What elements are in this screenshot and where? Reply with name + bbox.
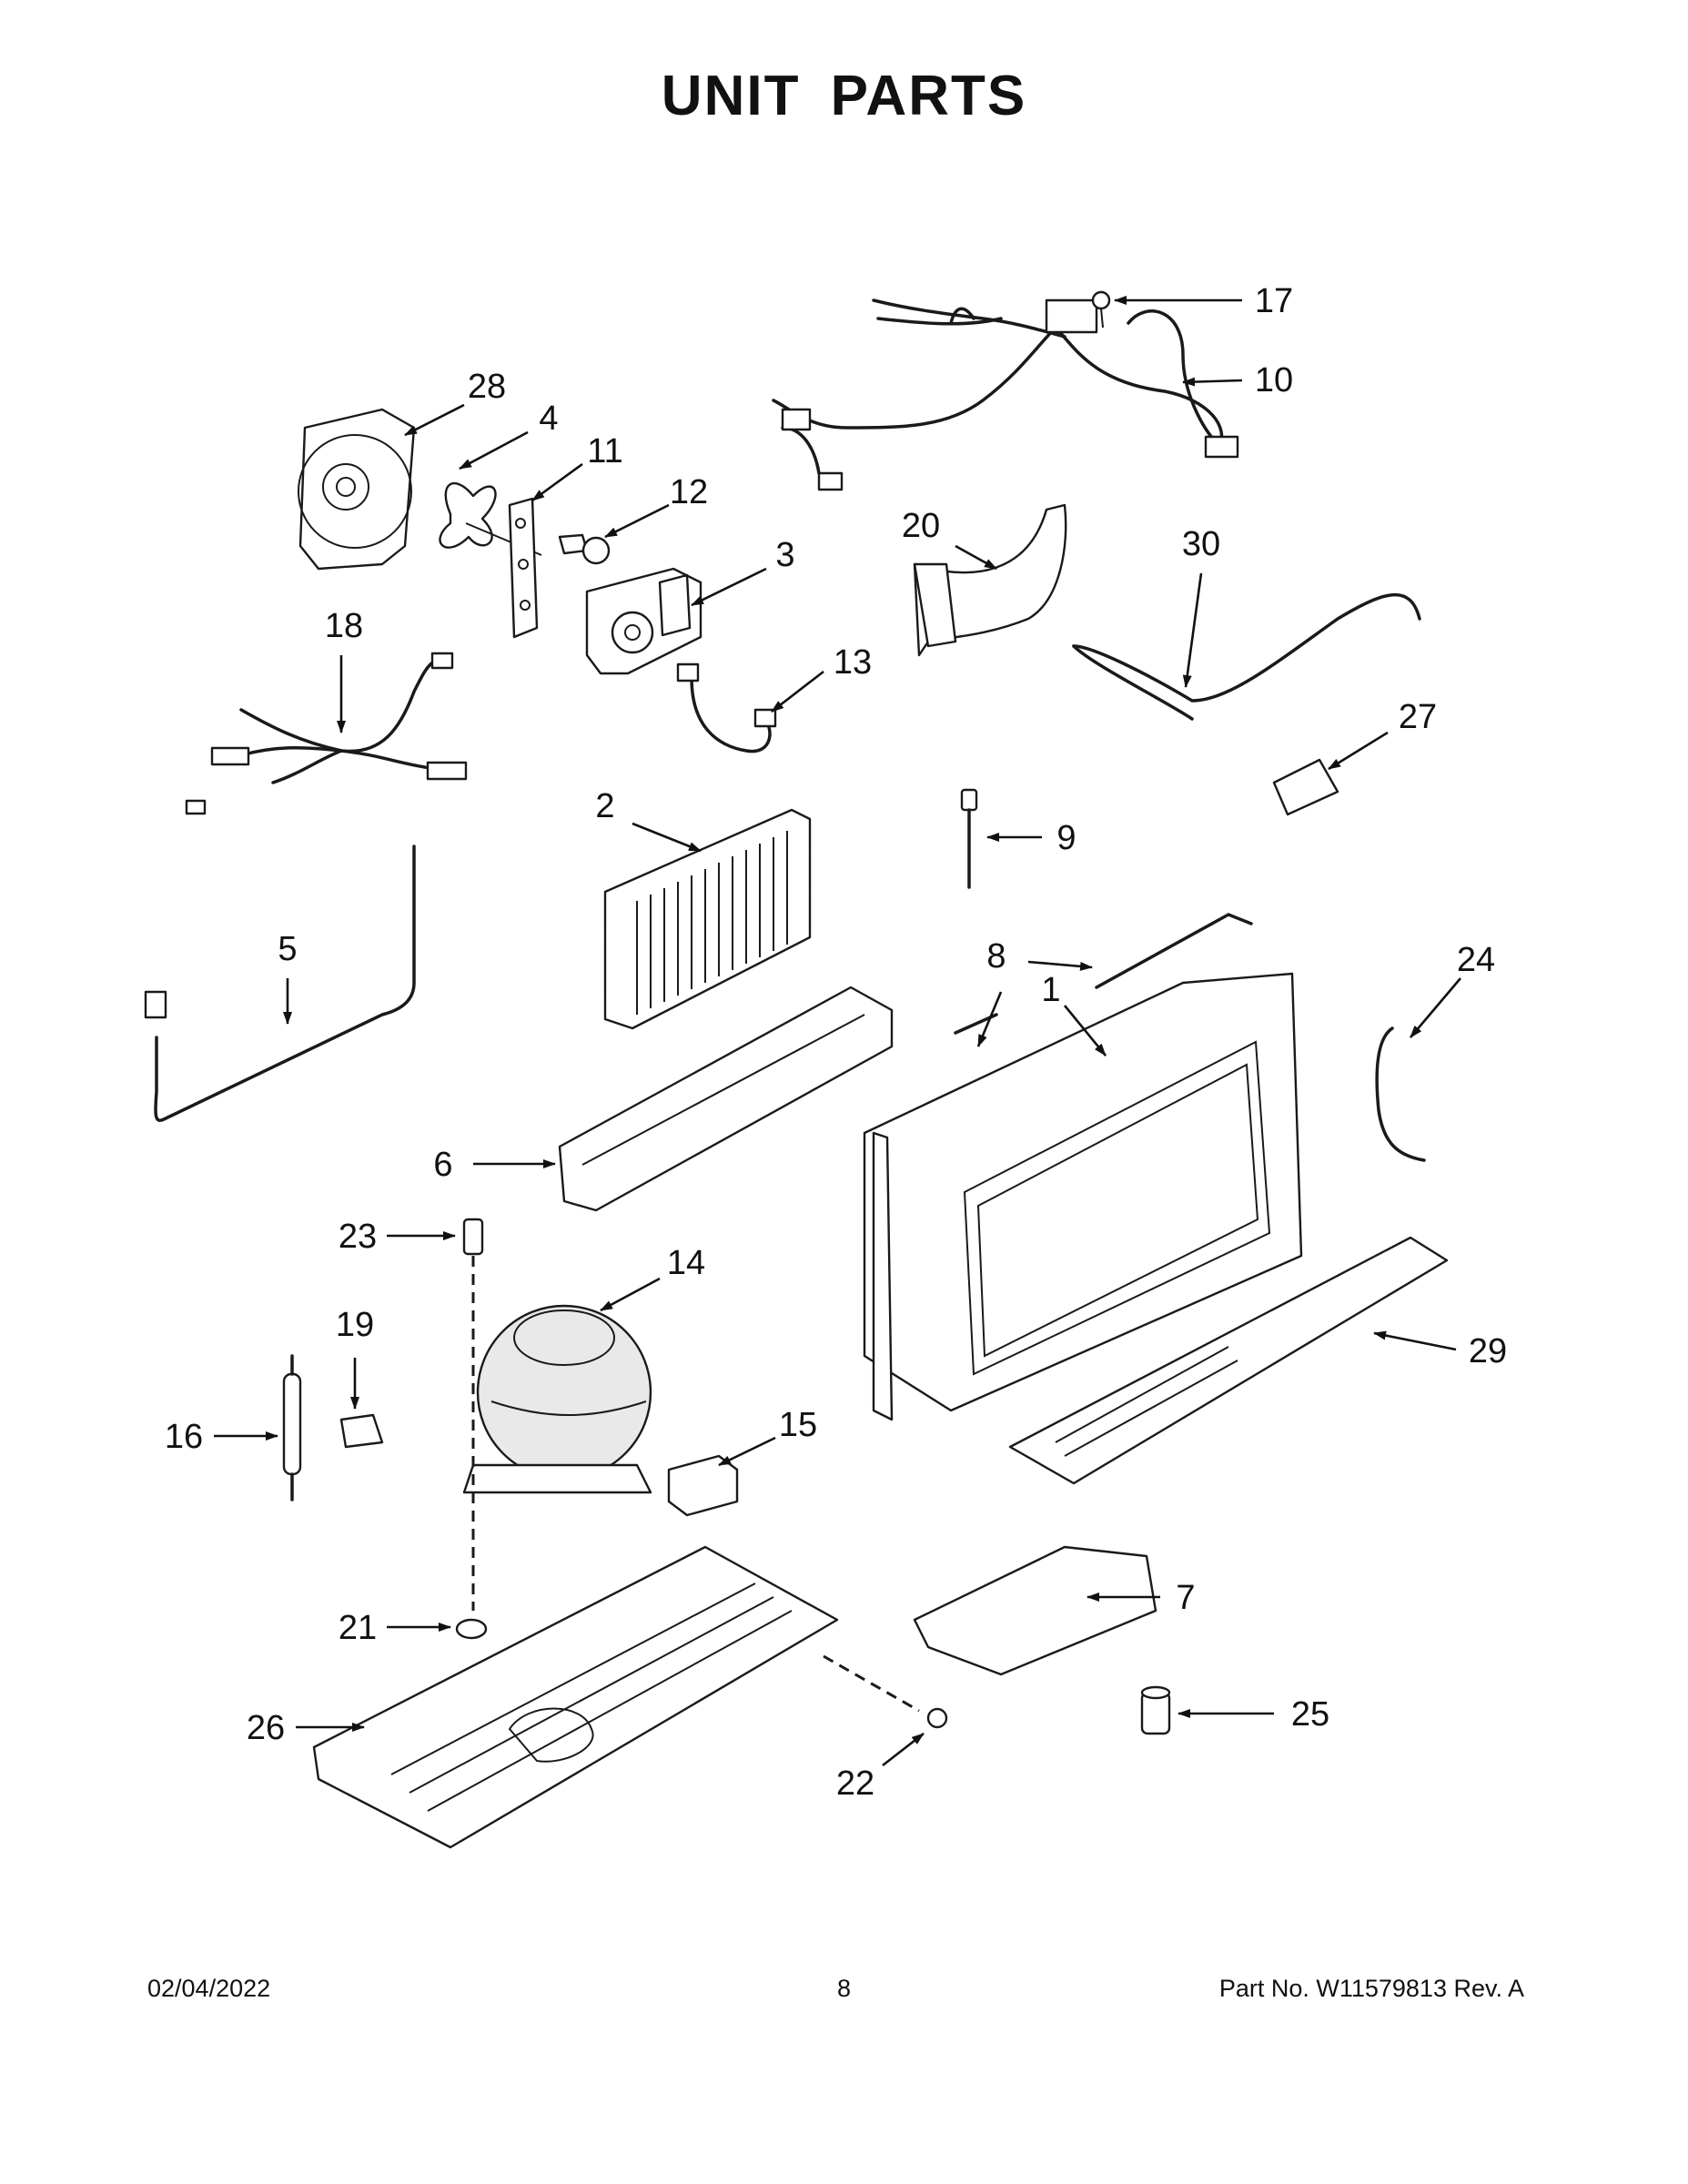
svg-text:6: 6 (433, 1146, 452, 1184)
callout-22: 22 (836, 1732, 925, 1803)
callout-16: 16 (165, 1418, 278, 1456)
callout-8b (1027, 960, 1093, 971)
motor-harness-part (676, 662, 777, 753)
callout-15: 15 (718, 1406, 817, 1467)
grommet-part (462, 1218, 484, 1256)
svg-text:14: 14 (667, 1244, 705, 1282)
callout-12: 12 (604, 473, 708, 539)
condenser-cover-part (1008, 1236, 1449, 1485)
thermistor-part (960, 788, 978, 889)
footer-page-number: 8 (836, 1975, 852, 2002)
callout-5: 5 (278, 930, 298, 1025)
svg-text:16: 16 (165, 1418, 203, 1456)
capacitor-part (1140, 1685, 1171, 1735)
svg-text:27: 27 (1399, 698, 1437, 736)
svg-text:18: 18 (325, 607, 363, 645)
callout-10: 10 (1182, 361, 1293, 399)
callout-19: 19 (336, 1306, 374, 1410)
svg-text:5: 5 (278, 930, 297, 968)
footer-date: 02/04/2022 (147, 1975, 271, 2002)
footer-part-info: Part No. W11579813 Rev. A (1218, 1975, 1524, 2002)
svg-text:3: 3 (775, 536, 794, 574)
callout-24: 24 (1410, 941, 1495, 1038)
callout-25: 25 (1178, 1695, 1329, 1734)
sensor-wire-part (1375, 1026, 1426, 1162)
svg-text:13: 13 (834, 643, 872, 682)
drier-part (282, 1354, 302, 1502)
svg-text:21: 21 (339, 1609, 377, 1647)
callout-23: 23 (339, 1218, 456, 1256)
callout-6: 6 (433, 1146, 556, 1184)
svg-text:22: 22 (836, 1764, 874, 1803)
svg-text:7: 7 (1176, 1579, 1195, 1617)
svg-text:20: 20 (902, 507, 940, 545)
svg-text:23: 23 (339, 1218, 377, 1256)
drain-tube-part (1072, 593, 1421, 721)
svg-text:25: 25 (1291, 1695, 1329, 1734)
callout-26: 26 (247, 1709, 365, 1747)
svg-text:24: 24 (1457, 941, 1495, 979)
compressor-part (462, 1304, 652, 1494)
evaporator-part (603, 808, 812, 1030)
svg-text:29: 29 (1469, 1332, 1507, 1370)
svg-text:12: 12 (670, 473, 708, 511)
motor-bracket-part (508, 497, 539, 639)
svg-text:28: 28 (468, 368, 506, 406)
svg-text:4: 4 (539, 399, 558, 438)
clip-part (339, 1413, 384, 1449)
callout-13: 13 (771, 643, 872, 713)
base-plate-part (312, 1545, 839, 1849)
callout-7: 7 (1087, 1579, 1196, 1617)
callout-14: 14 (600, 1244, 705, 1312)
svg-text:11: 11 (587, 432, 622, 470)
defrost-heater-part (144, 844, 416, 1122)
air-duct-part (913, 503, 1067, 657)
svg-text:10: 10 (1255, 361, 1293, 399)
page-title: UNIT PARTS (661, 65, 1027, 127)
svg-text:26: 26 (247, 1709, 285, 1747)
callout-3: 3 (691, 536, 795, 607)
callout-27: 27 (1328, 698, 1437, 771)
callout-4: 4 (459, 399, 559, 470)
callout-2: 2 (595, 787, 702, 853)
wiring-harness-top-part (772, 298, 1239, 491)
start-relay-part (667, 1454, 739, 1517)
callout-18: 18 (325, 607, 363, 733)
callout-11: 11 (531, 432, 623, 502)
base-screw-part (823, 1654, 948, 1729)
callout-17: 17 (1114, 282, 1293, 320)
svg-text:2: 2 (595, 787, 614, 825)
callout-30: 30 (1182, 525, 1220, 688)
drain-pan-part (558, 986, 894, 1212)
svg-text:17: 17 (1255, 282, 1293, 320)
callout-8a: 8 (976, 937, 1006, 1047)
svg-text:8: 8 (986, 937, 1006, 976)
callout-21: 21 (339, 1609, 451, 1647)
heater-plate-part (1272, 758, 1339, 816)
evaporator-cover-part (863, 972, 1303, 1421)
fan-blade-part (439, 481, 542, 556)
callout-9: 9 (986, 819, 1076, 857)
svg-text:15: 15 (779, 1406, 817, 1444)
ground-screw-part (1091, 290, 1111, 329)
wire-harness-part (185, 652, 468, 815)
svg-text:19: 19 (336, 1306, 374, 1344)
callout-29: 29 (1373, 1330, 1507, 1370)
svg-text:30: 30 (1182, 525, 1220, 563)
mount-grommet-part (455, 1618, 488, 1640)
fan-motor-part (585, 567, 702, 675)
svg-text:1: 1 (1041, 971, 1060, 1009)
water-pan-part (913, 1545, 1157, 1676)
screw-part (558, 533, 611, 565)
callout-20: 20 (902, 507, 997, 571)
fan-shroud-part (298, 408, 416, 571)
callout-28: 28 (404, 368, 506, 437)
svg-text:9: 9 (1056, 819, 1076, 857)
callout-1: 1 (1041, 971, 1107, 1057)
